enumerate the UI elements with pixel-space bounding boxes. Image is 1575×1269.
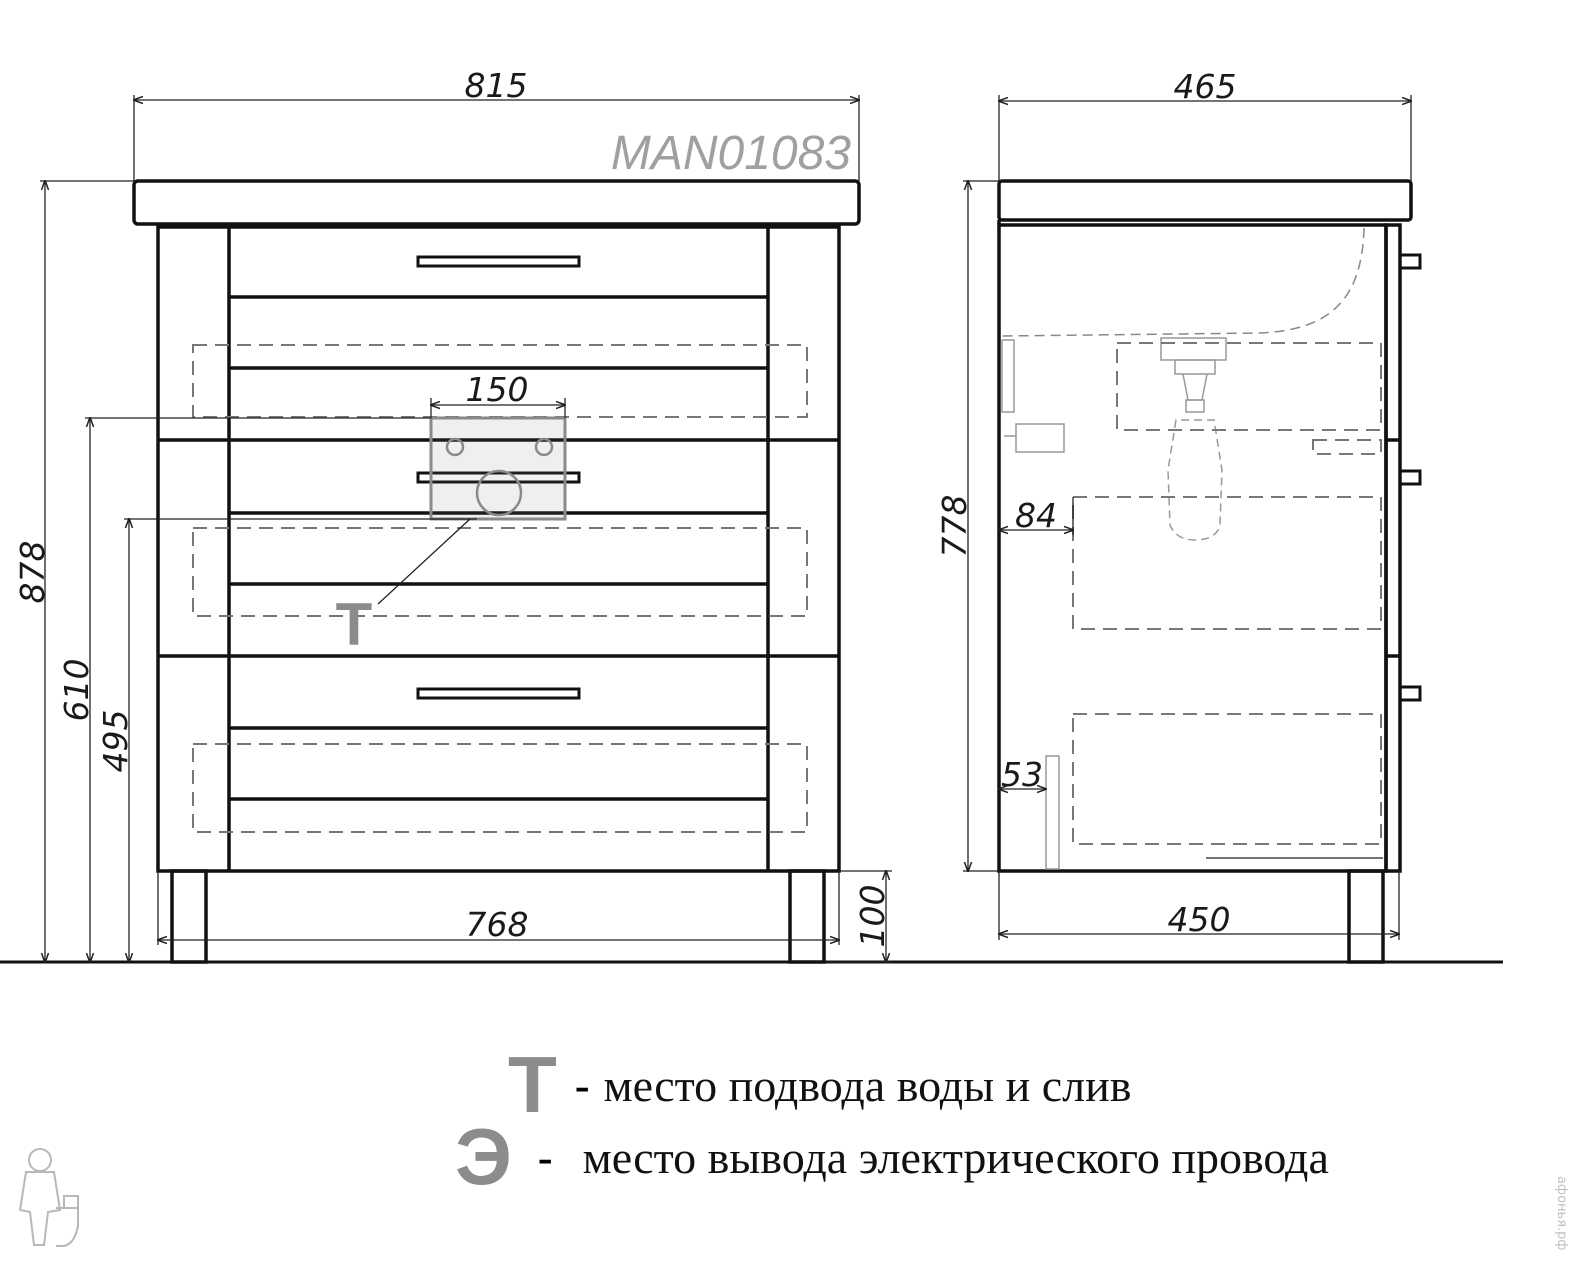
watermark: aфонья.рф (1554, 1176, 1569, 1251)
dim-water-height: 610 (57, 659, 96, 722)
legend-symbol-electric: Э (455, 1112, 512, 1201)
plumber-logo (18, 1148, 79, 1247)
side-leg (1347, 869, 1385, 964)
side-countertop (997, 179, 1413, 222)
front-leg-left (170, 869, 208, 964)
legend-text-electric: место вывода электрического провода (582, 1131, 1329, 1183)
drawer-outline-middle (192, 527, 808, 617)
legend-text-water: место подвода воды и слив (603, 1059, 1132, 1111)
drawer-handle-top (416, 255, 581, 268)
front-countertop (132, 179, 861, 226)
dim-body-height: 778 (935, 495, 974, 558)
side-view: 465 450 778 84 53 (935, 67, 1422, 964)
dim-cabinet-width: 768 (466, 905, 529, 944)
dim-total-height: 878 (13, 541, 52, 604)
legend-row-water: Т - место подвода воды и слив (508, 1045, 1131, 1125)
drawer-handle-middle (416, 471, 581, 484)
front-leg-right (788, 869, 826, 964)
dim-upper-offset: 84 (1015, 496, 1057, 535)
legend-dash-electric: - (537, 1132, 553, 1182)
dim-cabinet-depth: 450 (1168, 900, 1231, 939)
drawer-handle-bottom (416, 687, 581, 700)
dim-connection-width: 150 (466, 370, 529, 409)
connection-marker-label: Т (336, 591, 373, 658)
side-drawer-bottom (1072, 713, 1382, 845)
connection-zone (377, 416, 567, 605)
legend-symbol-water: Т (508, 1040, 557, 1129)
front-cabinet-body (156, 225, 841, 873)
side-cabinet-body (997, 223, 1388, 873)
side-drawer-middle (1072, 496, 1382, 630)
dim-total-width: 815 (465, 66, 528, 105)
front-view: Т MAN01083 815 768 150 878 610 495 (0, 66, 1503, 964)
dim-lower-offset: 53 (1001, 755, 1043, 794)
legend-row-electric: Э - место вывода электрического провода (455, 1117, 1329, 1197)
side-drawer-top (1116, 342, 1382, 431)
dim-drain-height: 495 (96, 710, 135, 773)
legend-dash-water: - (574, 1060, 590, 1110)
dim-leg-height: 100 (853, 885, 892, 948)
siphon (1160, 337, 1227, 541)
drawer-outline-bottom (192, 743, 808, 833)
model-code: MAN01083 (611, 127, 851, 180)
side-drawer-fronts (1384, 223, 1402, 873)
dim-total-depth: 465 (1174, 67, 1237, 106)
basin-profile (1001, 227, 1365, 337)
